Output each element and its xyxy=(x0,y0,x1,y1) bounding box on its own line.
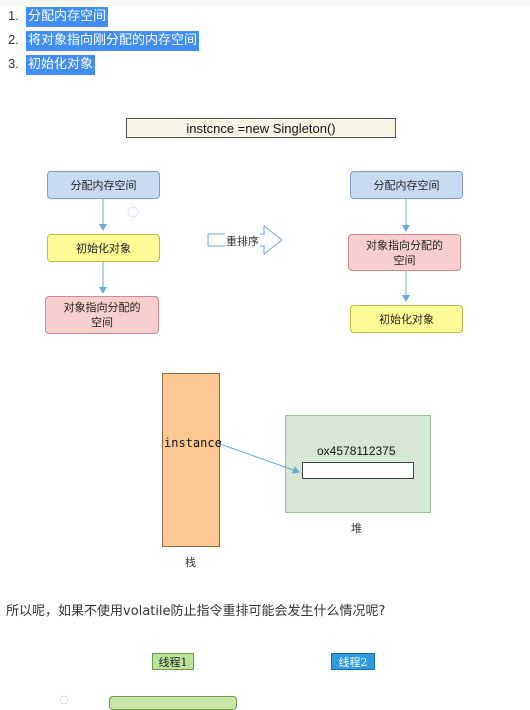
left-allocate-text: 分配内存空间 xyxy=(70,178,137,192)
list-item-allocate: 分配内存空间 xyxy=(26,7,109,27)
stack-label: 栈 xyxy=(185,556,196,569)
top-bar xyxy=(0,0,530,6)
left-point-text-1: 对象指向分配的 xyxy=(63,301,141,314)
watermark-icon xyxy=(59,695,69,704)
left-allocate-box: 分配内存空间 xyxy=(47,171,160,199)
stack-variable: instance xyxy=(164,436,222,450)
reorder-label: 重排序 xyxy=(225,233,260,249)
heap-object-box xyxy=(302,462,414,479)
thread1-step-box xyxy=(109,696,237,710)
left-point-text-2: 空间 xyxy=(91,316,113,329)
thread1-label: 线程1 xyxy=(152,653,194,670)
reference-arrow xyxy=(219,443,300,474)
right-point-box: 对象指向分配的 空间 xyxy=(348,234,461,271)
right-point-text-2: 空间 xyxy=(393,253,416,267)
list-number: 3. xyxy=(8,56,19,71)
right-init-text: 初始化对象 xyxy=(379,312,434,326)
list-item-init: 初始化对象 xyxy=(26,55,96,75)
right-allocate-text: 分配内存空间 xyxy=(373,178,440,192)
paragraph-text: 所以呢，如果不使用volatile防止指令重排可能会发生什么情况呢? xyxy=(6,604,386,619)
left-point-box: 对象指向分配的 空间 xyxy=(45,296,159,334)
right-allocate-box: 分配内存空间 xyxy=(350,171,463,199)
watermark-icon xyxy=(127,206,139,218)
heap-box: ox4578112375 xyxy=(285,415,431,513)
right-init-box: 初始化对象 xyxy=(350,305,463,333)
left-init-text: 初始化对象 xyxy=(76,241,131,255)
stack-box: instance xyxy=(162,373,222,547)
heap-label: 堆 xyxy=(351,522,362,535)
list-number: 1. xyxy=(8,8,19,23)
thread2-label: 线程2 xyxy=(331,653,375,670)
right-point-text-1: 对象指向分配的 xyxy=(366,238,443,252)
list-number: 2. xyxy=(8,32,19,47)
left-init-box: 初始化对象 xyxy=(47,234,160,262)
list-item-point: 将对象指向刚分配的内存空间 xyxy=(26,31,200,51)
heap-address: ox4578112375 xyxy=(317,444,396,458)
code-title: instcnce =new Singleton() xyxy=(126,118,396,138)
